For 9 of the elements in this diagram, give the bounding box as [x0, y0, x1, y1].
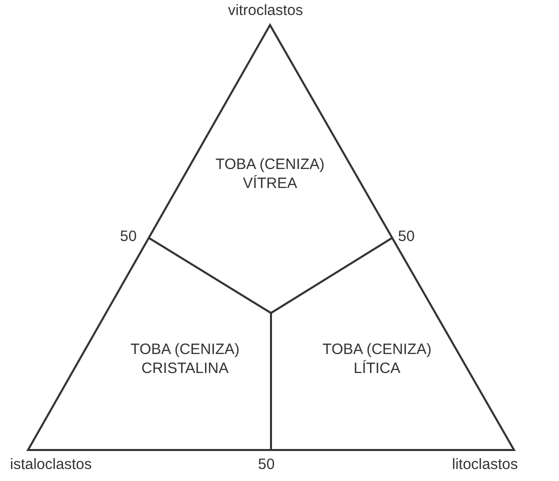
vertex-label: istaloclastos [10, 456, 92, 473]
tick-label: 50 [398, 228, 415, 245]
field-label: TOBA (CENIZA) VÍTREA [215, 155, 325, 193]
vertex-label: vitroclastos [228, 2, 304, 19]
field-label: TOBA (CENIZA) LÍTICA [322, 340, 432, 378]
vertex-label: litoclastos [452, 456, 518, 473]
tick-label: 50 [258, 456, 275, 473]
field-label: TOBA (CENIZA) CRISTALINA [130, 340, 240, 378]
tick-label: 50 [120, 228, 137, 245]
